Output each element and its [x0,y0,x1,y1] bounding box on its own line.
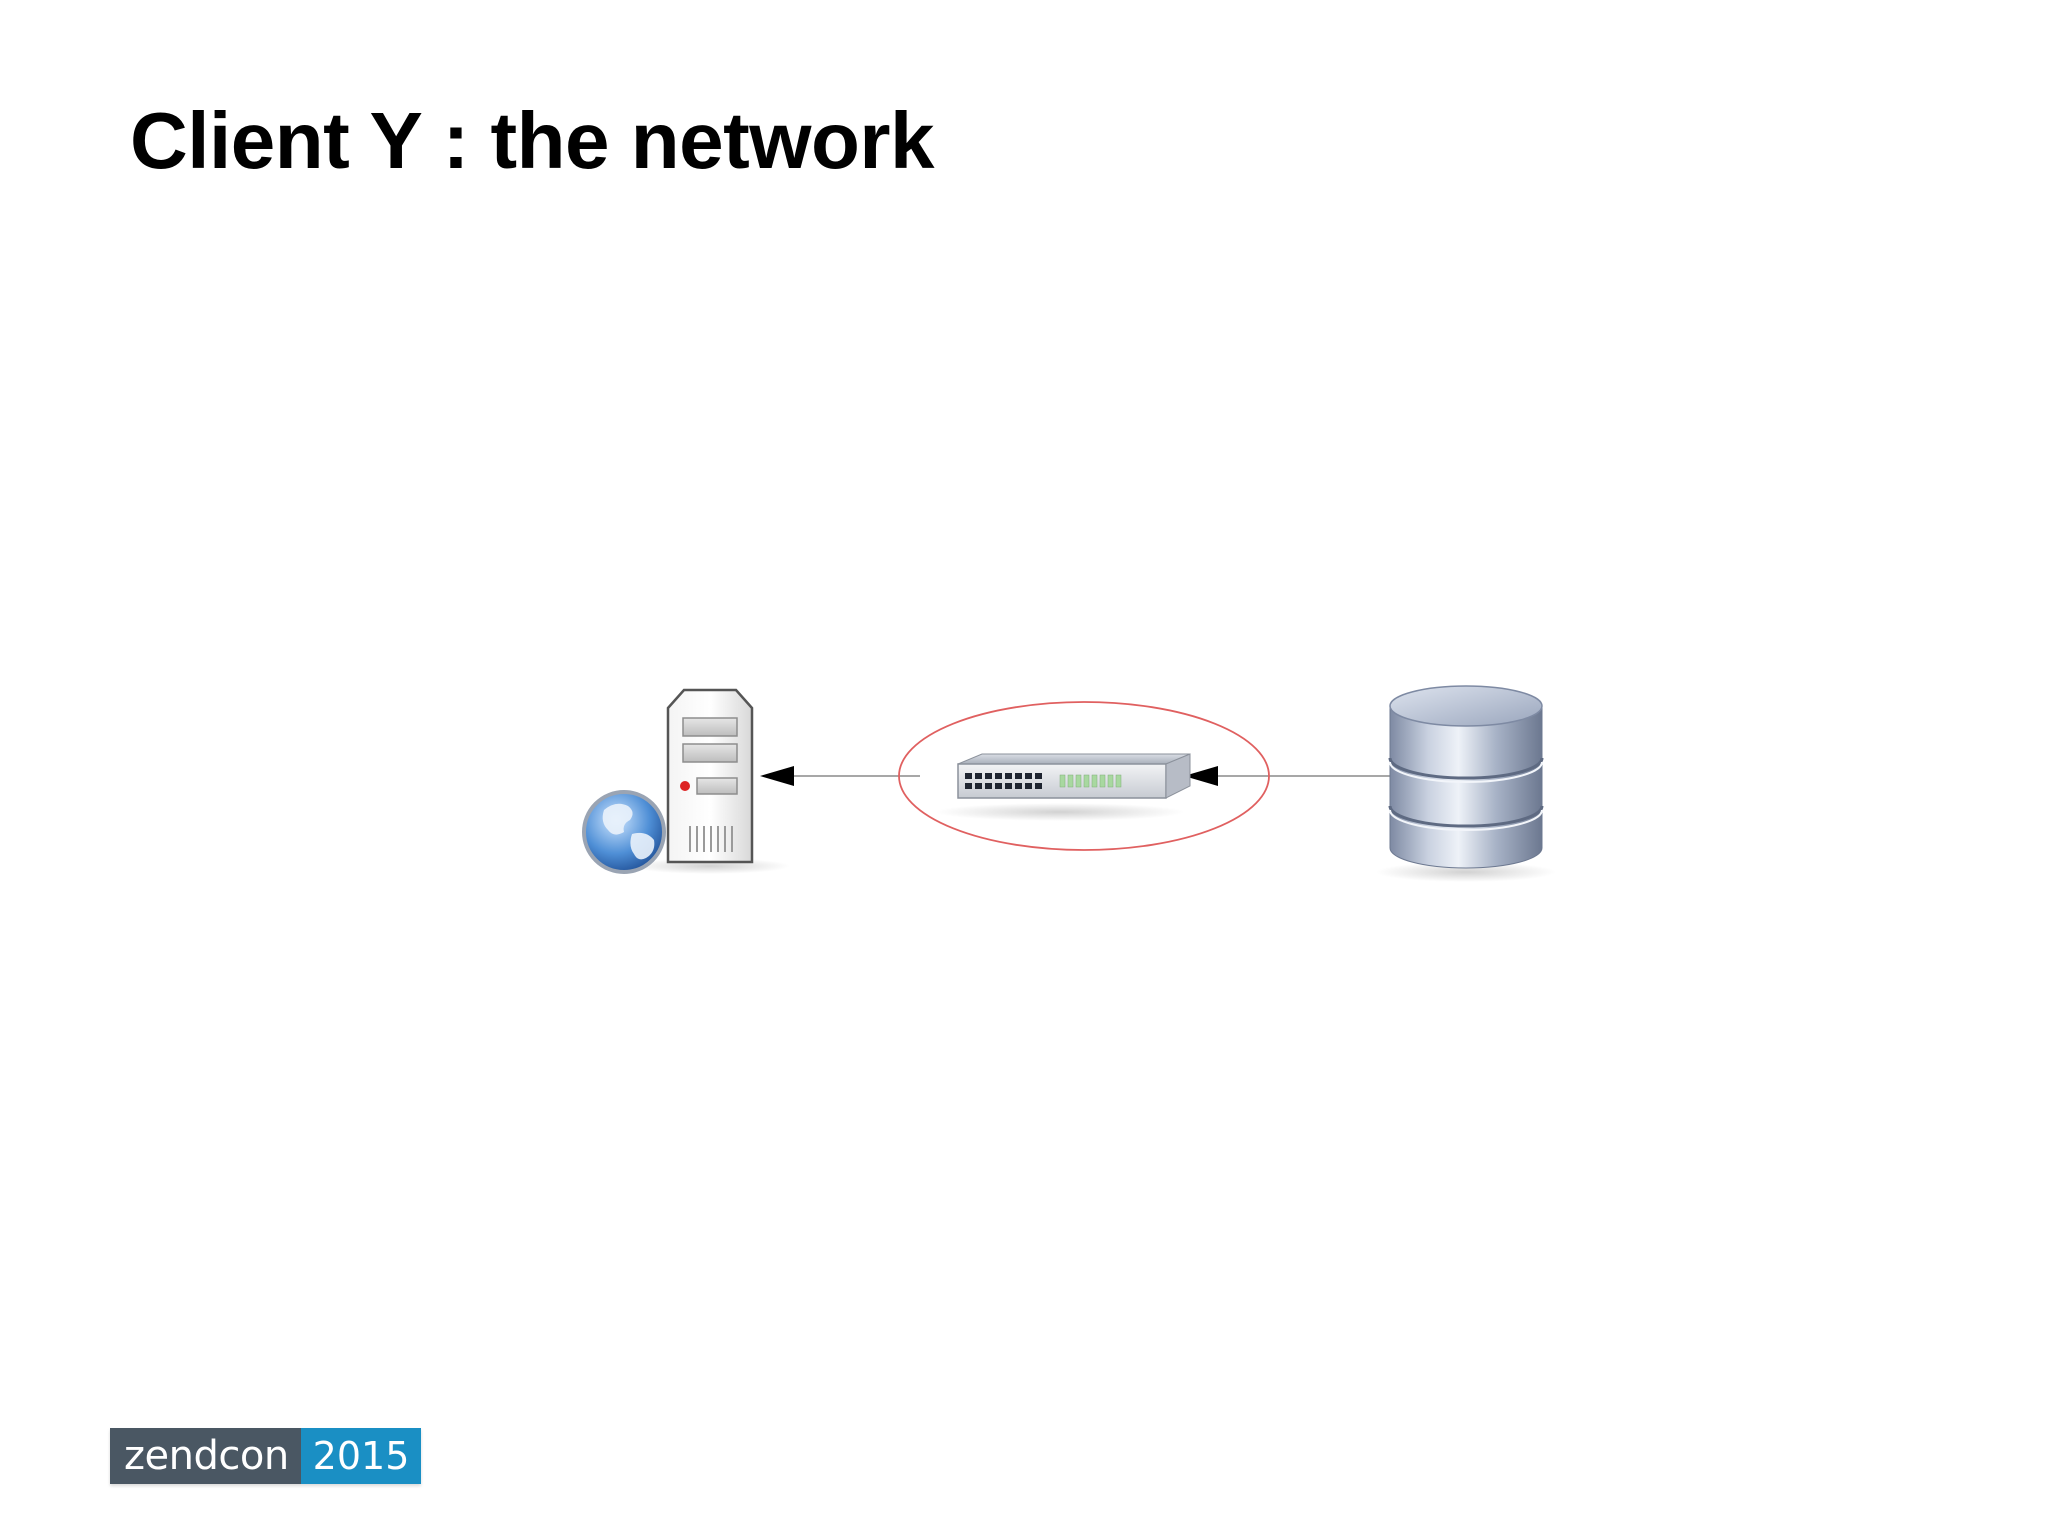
network-switch-icon [898,701,1270,851]
database-icon [1376,685,1556,882]
edge-database-to-switch [1184,766,1390,786]
web-server-icon [582,688,790,874]
slide-title: Client Y : the network [130,96,934,185]
highlight-ellipse [898,701,1270,851]
arrowhead-icon [760,766,794,786]
logo-year: 2015 [300,1428,422,1484]
globe-icon [582,790,666,874]
arrowhead-icon [1184,766,1218,786]
zendcon-logo: zendcon 2015 [110,1428,422,1484]
edge-switch-to-server [760,766,920,786]
logo-name: zendcon [110,1428,301,1484]
